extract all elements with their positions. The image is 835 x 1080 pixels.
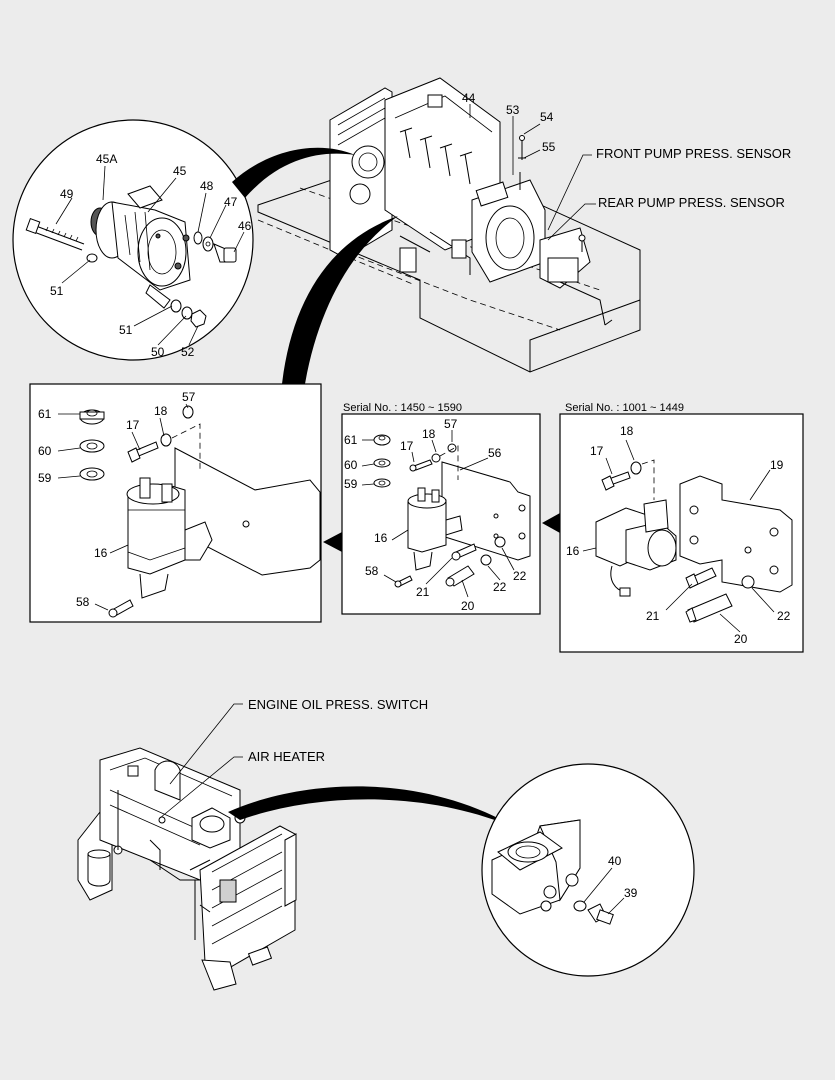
washer-57-left [182,405,194,419]
right-callout-17: 17 [590,444,604,458]
left-callout-57: 57 [182,390,196,404]
washer-22-right [741,575,755,589]
mid-serial-label: Serial No. : 1450 ~ 1590 [343,402,462,414]
left-callout-61: 61 [38,407,52,421]
swoosh-relay [282,216,398,384]
front-pump-sensor-label: FRONT PUMP PRESS. SENSOR [596,146,791,161]
callout-50: 50 [151,345,165,359]
mid-callout-56: 56 [488,446,502,460]
callout-44: 44 [462,91,476,105]
arrow-mid-to-left [323,532,342,552]
washer-22-mid-a [480,554,492,566]
callout-45a: 45A [96,152,117,166]
alternator-45 [90,185,191,309]
callout-46: 46 [238,219,252,233]
callout-48: 48 [200,179,214,193]
callout-40: 40 [608,854,622,868]
engine-assembly-bottom [77,747,297,991]
oil-filter [87,853,111,887]
washer-48 [193,231,203,245]
washer-22-mid-b [494,536,506,548]
engine-assembly-top [257,77,641,373]
bolt-49 [25,218,85,251]
callout-39: 39 [624,886,638,900]
right-callout-22: 22 [777,609,791,623]
left-callout-58: 58 [76,595,90,609]
washer-50 [181,306,193,320]
mid-callout-60: 60 [344,458,358,472]
washer-59-left [79,467,105,481]
mid-callout-21: 21 [416,585,430,599]
relay-box-right [559,413,804,653]
washer-60-mid [373,458,391,468]
relay-16-mid [407,487,463,571]
left-callout-16: 16 [94,546,108,560]
cylinder-head-ribs [399,127,473,185]
washer-18-right [630,461,642,475]
alternator-detail-circle [12,119,254,361]
washer-60-left [79,439,105,453]
washer-18-mid [431,453,441,463]
callout-52: 52 [181,345,195,359]
relay-16-right [595,499,677,597]
right-callout-16: 16 [566,544,580,558]
mid-callout-61: 61 [344,433,358,447]
relay-box-middle [341,413,541,615]
callout-45: 45 [173,164,187,178]
swoosh-oil-switch [228,786,520,830]
right-callout-19: 19 [770,458,784,472]
left-callout-17: 17 [126,418,140,432]
right-callout-20: 20 [734,632,748,646]
left-callout-59: 59 [38,471,52,485]
left-callout-60: 60 [38,444,52,458]
washer-18-left [160,433,172,447]
mid-callout-16: 16 [374,531,388,545]
mid-callout-57: 57 [444,417,458,431]
callout-51-right: 51 [119,323,133,337]
mid-callout-58: 58 [365,564,379,578]
rear-pump-sensor-label: REAR PUMP PRESS. SENSOR [598,195,785,210]
washer-59-mid [373,478,391,488]
air-heater-label: AIR HEATER [248,749,325,764]
oil-switch-detail-circle [481,763,695,977]
callout-53: 53 [506,103,520,117]
left-callout-18: 18 [154,404,168,418]
callout-51-left: 51 [50,284,64,298]
callout-47: 47 [224,195,238,209]
mid-callout-22b: 22 [513,569,527,583]
mid-callout-18: 18 [422,427,436,441]
swoosh-alternator [232,147,355,198]
washer-51b [170,299,182,313]
right-callout-21: 21 [646,609,660,623]
right-callout-18: 18 [620,424,634,438]
engine-oil-switch-label: ENGINE OIL PRESS. SWITCH [248,697,428,712]
arrow-right-to-mid [542,513,560,533]
mid-callout-59: 59 [344,477,358,491]
washer-47 [202,236,214,252]
mid-callout-17: 17 [400,439,414,453]
callout-54: 54 [540,110,554,124]
mid-callout-20: 20 [461,599,475,613]
washer-40 [573,900,587,912]
relay-box-left [29,383,322,623]
callout-49: 49 [60,187,74,201]
nut-52 [190,309,207,328]
right-serial-label: Serial No. : 1001 ~ 1449 [565,402,684,414]
relay-16-left [126,477,213,599]
callout-55: 55 [542,140,556,154]
top-leader-lines [469,104,596,241]
mid-callout-22a: 22 [493,580,507,594]
